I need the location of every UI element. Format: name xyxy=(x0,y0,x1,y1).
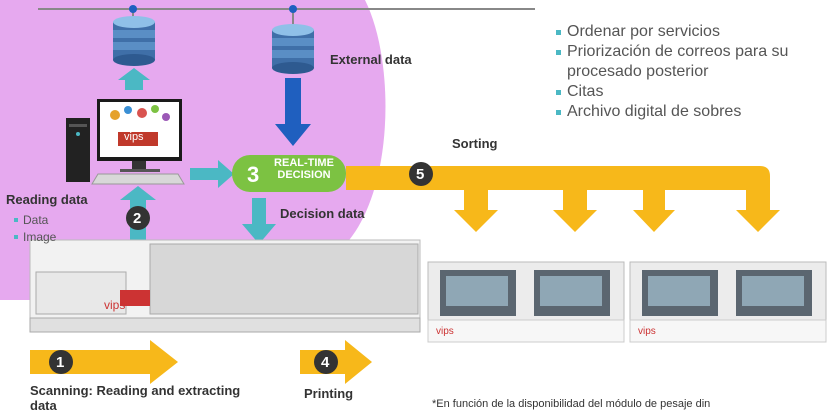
pink-background-region xyxy=(0,0,386,300)
footnote: *En función de la disponibilidad del mód… xyxy=(432,398,711,410)
sorter-machine-right xyxy=(629,261,827,343)
step-5-number: 5 xyxy=(416,166,425,183)
reading-data-list: Data Image xyxy=(14,212,56,246)
step-2-circle xyxy=(126,206,150,230)
scanning-label-line2: data xyxy=(30,398,57,413)
feature-item-continued: procesado posterior xyxy=(567,63,709,80)
features-list: Ordenar por servicios Priorización de co… xyxy=(556,22,788,122)
feature-item: Citas xyxy=(556,82,788,102)
step-2-number: 2 xyxy=(133,210,142,227)
scanning-label-line1: Scanning: Reading and extracting xyxy=(30,383,241,398)
step-1-circle xyxy=(49,350,73,374)
network-node-right xyxy=(289,5,297,13)
realtime-line2: DECISION xyxy=(277,169,331,181)
realtime-number-circle xyxy=(242,159,270,187)
reading-item-data: Data xyxy=(14,212,56,229)
sorter-machine-left xyxy=(427,261,625,343)
printing-label: Printing xyxy=(304,386,354,401)
brand-logo-monitor: vips xyxy=(124,131,144,143)
sorting-conveyor-arrow xyxy=(346,166,780,232)
step-4-circle xyxy=(314,350,338,374)
step-1-number: 1 xyxy=(56,354,65,371)
arrow-right-to-decision xyxy=(190,160,234,188)
network-node-left xyxy=(129,5,137,13)
computer-tower-icon xyxy=(66,118,90,182)
reading-data-label: Reading data xyxy=(6,192,88,207)
feature-item: Priorización de correos para su xyxy=(556,42,788,62)
arrow-up-to-database xyxy=(118,68,150,90)
scanning-arrow xyxy=(30,340,178,384)
feature-item: Archivo digital de sobres xyxy=(556,102,788,122)
brand-logo-sorter-left: vips xyxy=(436,326,454,337)
realtime-line1: REAL-TIME xyxy=(274,157,334,169)
external-data-label: External data xyxy=(330,52,412,67)
keyboard-icon xyxy=(91,173,185,185)
step-5-circle xyxy=(409,162,433,186)
step-4-number: 4 xyxy=(321,354,330,371)
database-icon-external xyxy=(272,24,314,74)
database-icon-left xyxy=(113,16,155,66)
feature-item: Ordenar por servicios xyxy=(556,22,788,42)
realtime-number: 3 xyxy=(247,162,260,187)
reading-item-image: Image xyxy=(14,229,56,246)
decision-data-label: Decision data xyxy=(280,206,365,221)
brand-logo-sorter-right: vips xyxy=(638,326,656,337)
arrow-down-decision-data xyxy=(242,198,276,244)
brand-logo-scanner: vips xyxy=(104,298,126,312)
arrow-down-external-data xyxy=(275,78,311,146)
sorting-label: Sorting xyxy=(452,136,498,151)
scanning-machine xyxy=(29,239,421,333)
computer-monitor-icon xyxy=(97,99,182,172)
realtime-decision-text: REAL-TIME DECISION xyxy=(270,157,338,181)
